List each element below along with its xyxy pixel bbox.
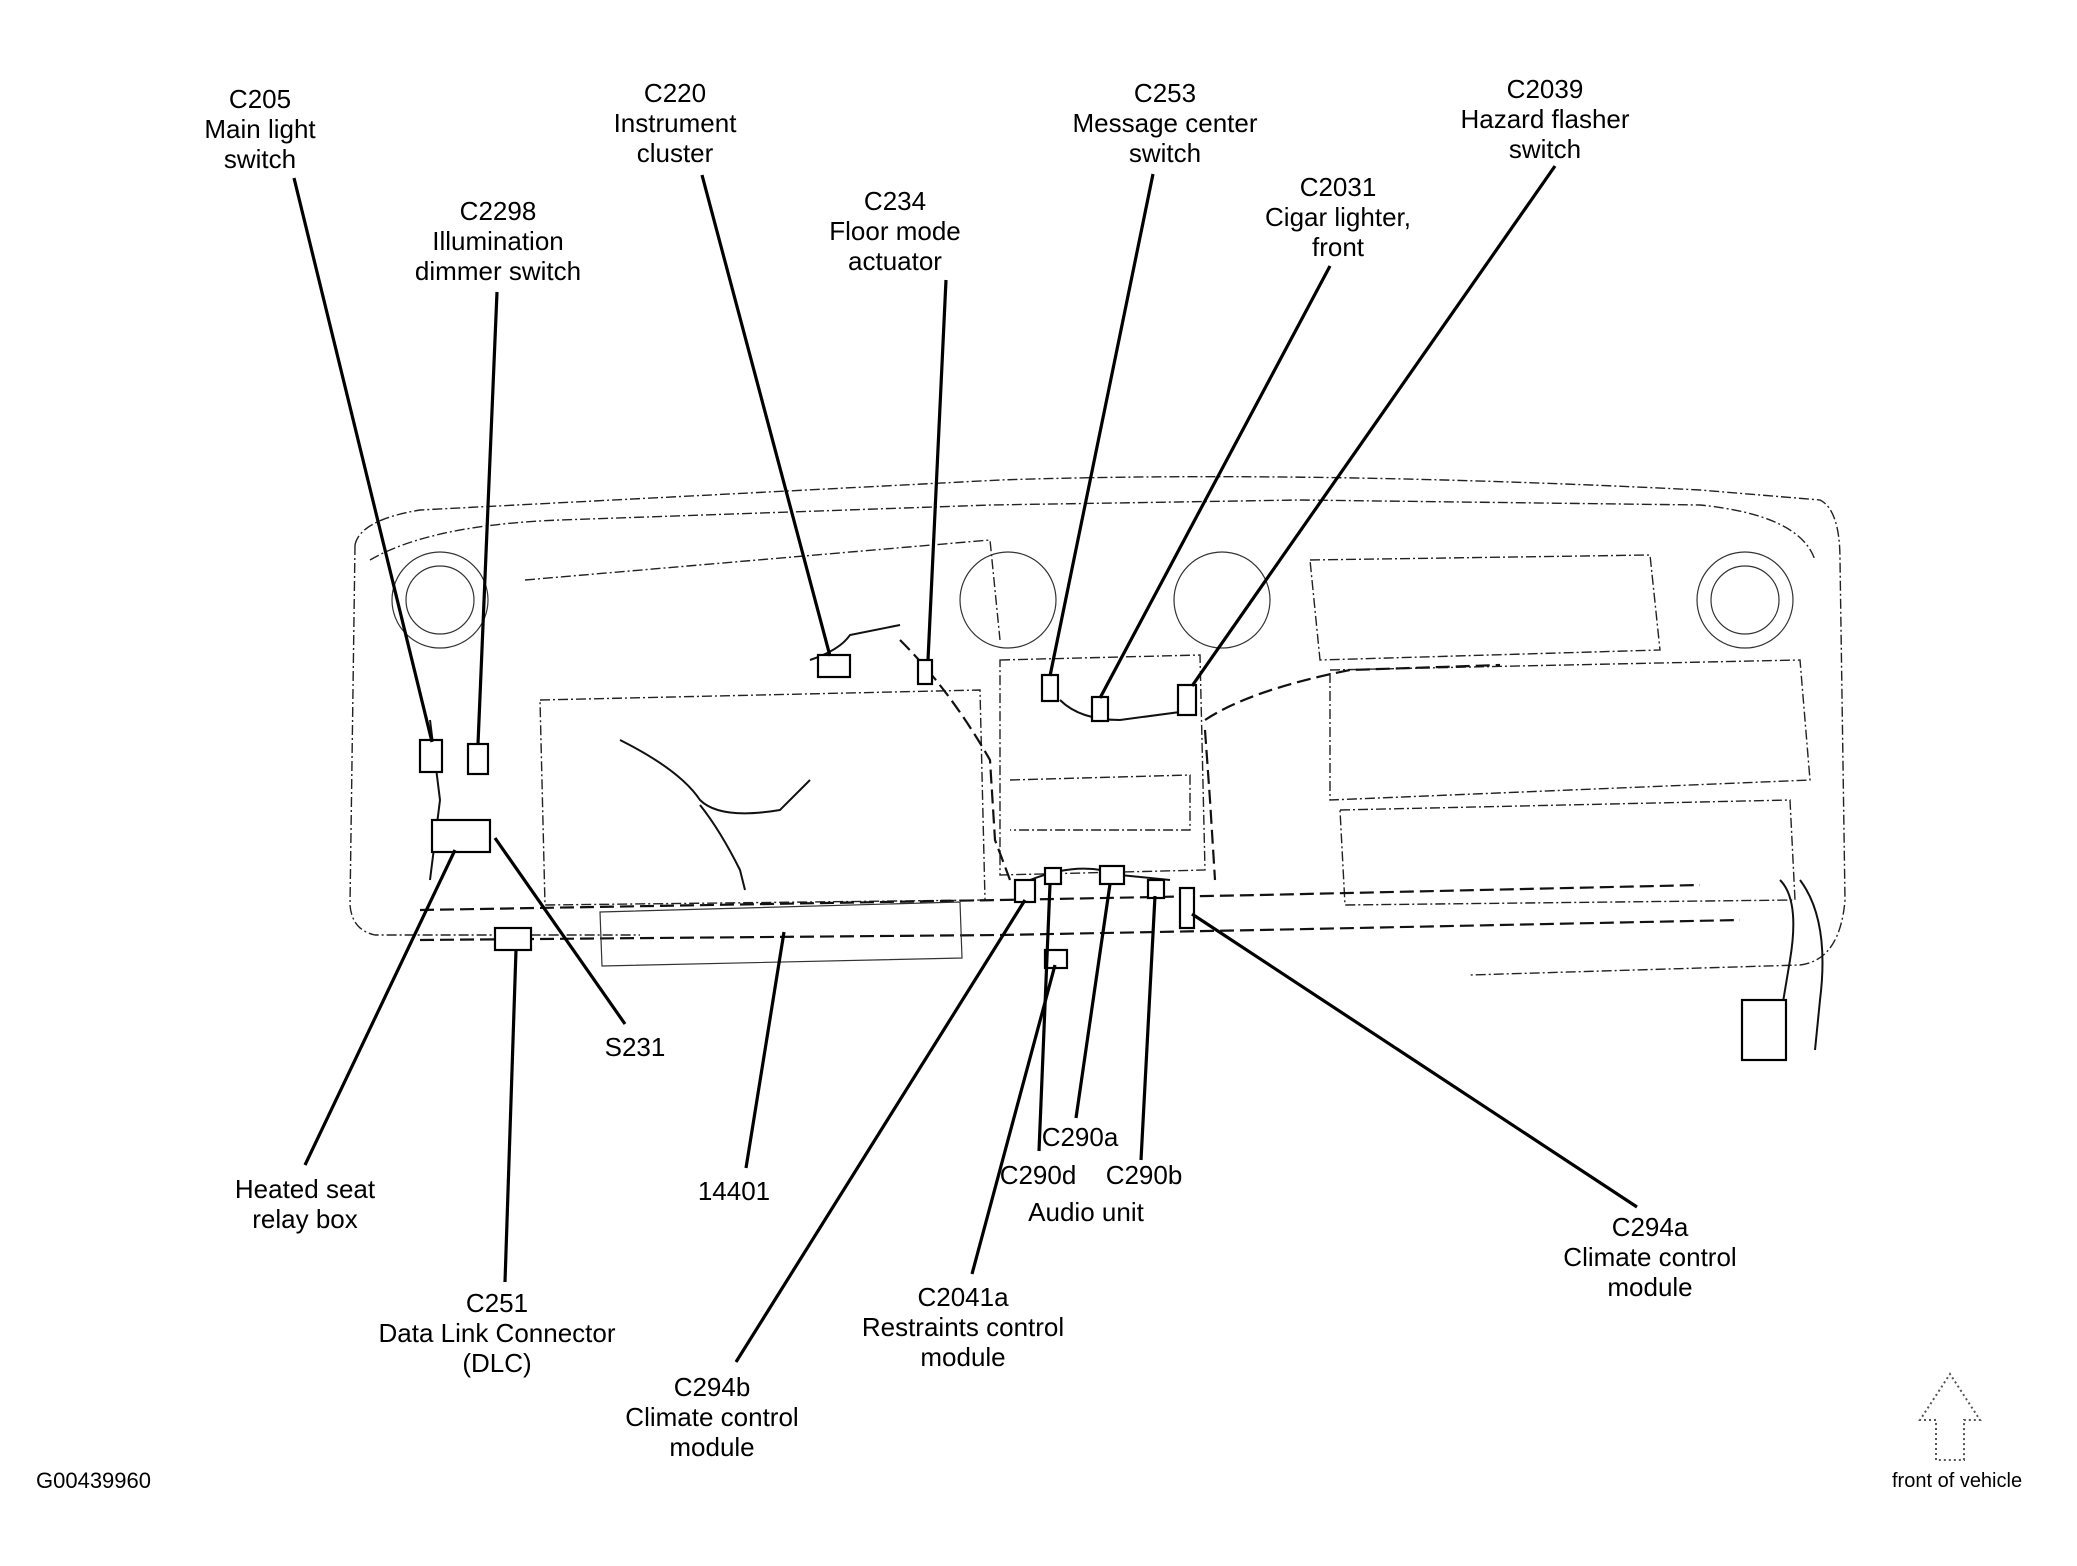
leader-c2039 <box>1190 165 1557 687</box>
figure-id: G00439960 <box>36 1468 151 1493</box>
callout-c294a: C294a Climate control module <box>1563 1212 1737 1302</box>
connector-c294b <box>1013 878 1037 904</box>
connector-c290d <box>1043 866 1063 886</box>
connector-c2039 <box>1176 683 1198 717</box>
connector-c253 <box>1040 673 1060 703</box>
leader-s231 <box>493 837 627 1025</box>
instrument-panel-outline <box>349 475 1846 976</box>
callout-c290a: C290a <box>1041 1122 1119 1152</box>
heated-seat-relay-box <box>430 818 492 854</box>
connector-c220 <box>816 653 852 679</box>
leader-c220 <box>700 174 832 657</box>
connector-c2298 <box>466 742 490 776</box>
callout-c294b: C294b Climate control module <box>625 1372 799 1462</box>
connector-c205 <box>418 738 444 774</box>
callout-c290d: C290d <box>999 1160 1077 1190</box>
leader-lines <box>292 165 1638 1363</box>
leader-c290b <box>1139 895 1157 1161</box>
callout-c290b: C290b <box>1105 1160 1183 1190</box>
callout-c205: C205 Main light switch <box>204 84 316 174</box>
leader-c294a <box>1191 912 1638 1209</box>
callout-c2298: C2298 Illumination dimmer switch <box>414 196 582 286</box>
leader-c294b <box>734 899 1027 1363</box>
connector-c290b <box>1146 878 1166 900</box>
leader-c251 <box>503 949 518 1283</box>
callout-c234: C234 Floor mode actuator <box>829 186 961 276</box>
callout-audio-unit: Audio unit <box>1028 1197 1144 1227</box>
connector-c2031 <box>1090 695 1110 723</box>
callout-c220: C220 Instrument cluster <box>613 78 737 168</box>
connector-c234 <box>916 658 934 686</box>
callout-c253: C253 Message center switch <box>1072 78 1258 168</box>
leader-heated-seat <box>303 849 457 1166</box>
connector-c290a <box>1098 864 1126 886</box>
callout-c251: C251 Data Link Connector (DLC) <box>378 1288 616 1378</box>
callout-heated-seat-relay-box: Heated seat relay box <box>234 1174 376 1234</box>
callout-c2041a: C2041a Restraints control module <box>861 1282 1065 1372</box>
front-of-vehicle-label: front of vehicle <box>1892 1470 2023 1492</box>
callout-c2039: C2039 Hazard flasher switch <box>1460 74 1630 164</box>
connector-c2041a <box>1043 948 1069 970</box>
leader-c2041a <box>970 964 1057 1275</box>
leader-c2298 <box>476 291 499 745</box>
connectors <box>418 653 1788 1062</box>
connector-main-harness <box>1740 998 1788 1062</box>
callout-14401: 14401 <box>697 1176 771 1206</box>
connector-c294a <box>1178 886 1196 930</box>
leader-c253 <box>1048 173 1155 677</box>
callout-c2031: C2031 Cigar lighter, front <box>1265 172 1411 262</box>
leader-c234 <box>926 279 948 661</box>
leader-c290d <box>1037 883 1052 1152</box>
callout-s231: S231 <box>604 1032 666 1062</box>
wiring-harness <box>429 624 1824 1051</box>
leader-14401 <box>744 931 786 1169</box>
leader-c2031 <box>1098 265 1332 699</box>
leader-c290a <box>1074 883 1112 1119</box>
leader-c205 <box>292 177 434 743</box>
connector-c251 <box>493 926 533 952</box>
front-of-vehicle-arrow-icon <box>1918 1372 1982 1461</box>
